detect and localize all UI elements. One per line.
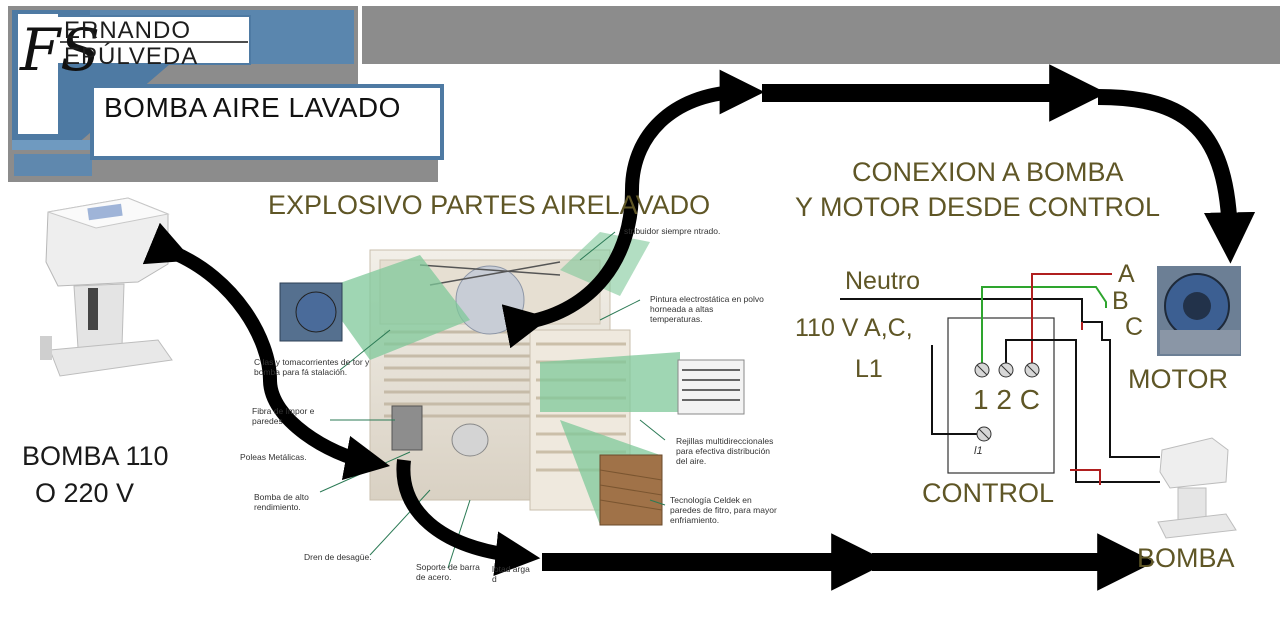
exploded-view-title: EXPLOSIVO PARTES AIRELAVADO <box>268 190 711 220</box>
label-bomba: BOMBA <box>1137 543 1235 573</box>
pump-voltage-line2: O 220 V <box>35 478 135 508</box>
arrow-cooler-to-top <box>501 69 765 349</box>
callout-pintura: Pintura electrostática en polvo horneada… <box>650 294 764 324</box>
label-wire-b: B <box>1112 287 1129 315</box>
callout-flotador: lotad arga d <box>492 564 530 584</box>
label-110v: 110 V A,C, <box>795 314 913 342</box>
callout-celdek: Tecnología Celdek en paredes de fitro, p… <box>670 495 777 525</box>
arrow-cooler-to-bottom <box>396 459 541 576</box>
pump-voltage-line1: BOMBA 110 <box>22 441 169 471</box>
motor-photo <box>1157 266 1241 356</box>
callout-conectores: C las y tomacorrientes de tor y bomba pa… <box>254 357 370 377</box>
callout-distribuidor: stribuidor siempre ntrado. <box>624 226 721 236</box>
logo-name-line2: EPÚLVEDA <box>64 43 199 70</box>
callout-dren: Dren de desagüe. <box>304 552 372 562</box>
flow-arrows <box>142 64 1256 591</box>
header-banner <box>8 6 1280 182</box>
label-terminals: 1 2 C <box>973 384 1040 415</box>
label-wire-c: C <box>1125 313 1144 341</box>
logo-monogram: FS <box>20 16 100 84</box>
wire-neutro <box>840 298 1160 458</box>
control-box <box>947 317 1055 474</box>
logo-name-line1: ERNANDO <box>64 17 192 44</box>
wire-l1 <box>931 345 984 435</box>
wire-green <box>981 286 1107 368</box>
label-terminal-l1: l1 <box>974 445 983 457</box>
label-wire-a: A <box>1118 260 1135 288</box>
connection-title-line1: CONEXION A BOMBA <box>852 157 1124 187</box>
pump-illustration <box>40 197 173 377</box>
wiring-diagram <box>840 273 1160 485</box>
wire-black-c <box>1005 339 1160 483</box>
arrow-pump-to-cooler <box>142 222 391 480</box>
label-control: CONTROL <box>922 478 1055 508</box>
label-neutro: Neutro <box>845 267 921 295</box>
callout-poleas: Poleas Metálicas. <box>240 452 307 462</box>
arrow-down-to-motor <box>1097 89 1256 264</box>
label-l1: L1 <box>855 355 883 383</box>
callout-bomba: Bomba de alto rendimiento. <box>254 492 309 512</box>
callout-rejillas: Rejillas multidireccionales para efectiv… <box>676 436 774 466</box>
callout-fibra: Fibra de Impor e paredes <box>252 406 315 426</box>
callout-soporte: Soporte de barra de acero. <box>416 562 480 582</box>
connection-title-line2: Y MOTOR DESDE CONTROL <box>795 192 1161 222</box>
page-title: BOMBA AIRE LAVADO <box>104 92 401 123</box>
small-pump-illustration <box>1157 437 1237 539</box>
wire-red-motor <box>1031 273 1112 368</box>
wire-red-bomba-lower <box>1070 469 1101 485</box>
label-motor: MOTOR <box>1128 364 1228 394</box>
